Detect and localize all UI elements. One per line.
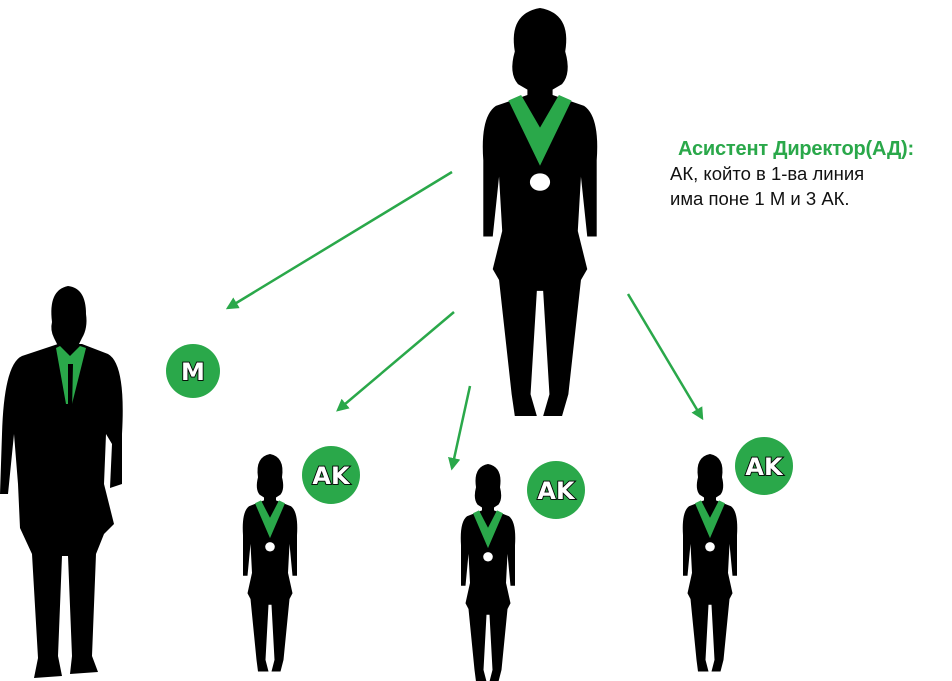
woman-silhouette-icon <box>242 454 298 672</box>
director-title: Асистент Директор(АД): <box>678 138 914 160</box>
consultant-figure-1 <box>242 454 298 672</box>
consultant-figure-3 <box>682 454 738 672</box>
arrow-icon <box>448 385 472 471</box>
badge-manager: M <box>166 344 220 398</box>
badge-consultant-1: AK <box>302 446 360 504</box>
arrow-icon <box>626 293 704 421</box>
director-description: Асистент Директор(АД): АК, който в 1-ва … <box>670 136 945 211</box>
badge-consultant-3: AK <box>735 437 793 495</box>
badge-manager-label: M <box>181 358 205 386</box>
man-silhouette-icon <box>0 286 123 678</box>
badge-consultant-1-label: AK <box>312 462 351 490</box>
badge-consultant-2: AK <box>527 461 585 519</box>
director-line-1: АК, който в 1-ва линия <box>670 163 865 185</box>
director-line-2: има поне 1 М и 3 АК. <box>670 187 850 209</box>
badge-consultant-2-label: AK <box>537 477 576 505</box>
arrow-icon <box>225 170 453 310</box>
consultant-figure-2 <box>460 464 516 681</box>
manager-figure <box>0 286 123 678</box>
badge-consultant-3-label: AK <box>745 453 784 481</box>
woman-silhouette-icon <box>460 464 516 681</box>
arrows <box>225 170 704 471</box>
woman-silhouette-icon <box>482 8 598 416</box>
woman-silhouette-icon <box>682 454 738 672</box>
arrow-icon <box>336 311 455 412</box>
director-figure <box>482 8 598 416</box>
